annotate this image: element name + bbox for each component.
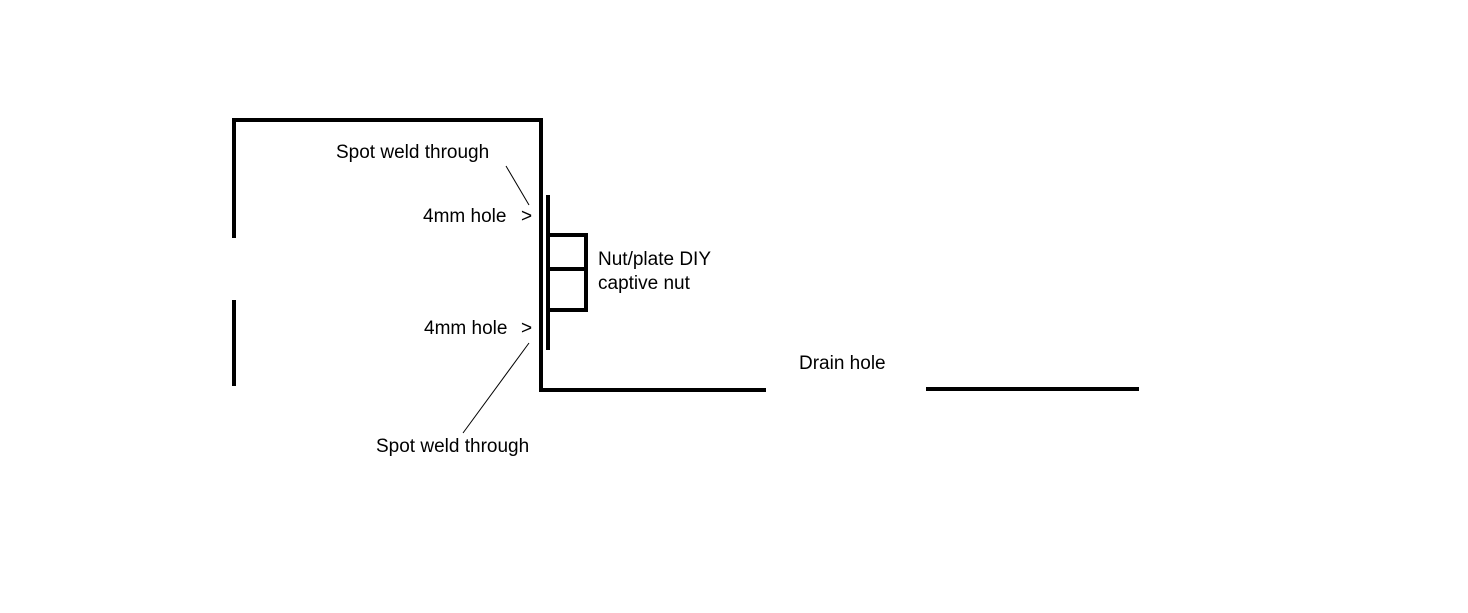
leader-spot-weld-bottom <box>462 342 530 434</box>
label-spot-weld-bottom: Spot weld through <box>376 436 530 457</box>
nut-body <box>548 233 588 312</box>
label-nut-line1: Nut/plate DIY <box>598 249 711 270</box>
label-hole-bottom: 4mm hole <box>424 318 508 339</box>
label-spot-weld-top: Spot weld through <box>336 142 490 163</box>
hole-top-marker: > <box>521 206 533 227</box>
box-outline <box>232 118 766 392</box>
label-nut-line2: captive nut <box>598 273 690 294</box>
label-drain-hole: Drain hole <box>799 353 886 374</box>
hole-bottom-marker: > <box>521 318 533 339</box>
leader-spot-weld-top <box>505 165 530 206</box>
label-hole-top: 4mm hole <box>423 206 507 227</box>
